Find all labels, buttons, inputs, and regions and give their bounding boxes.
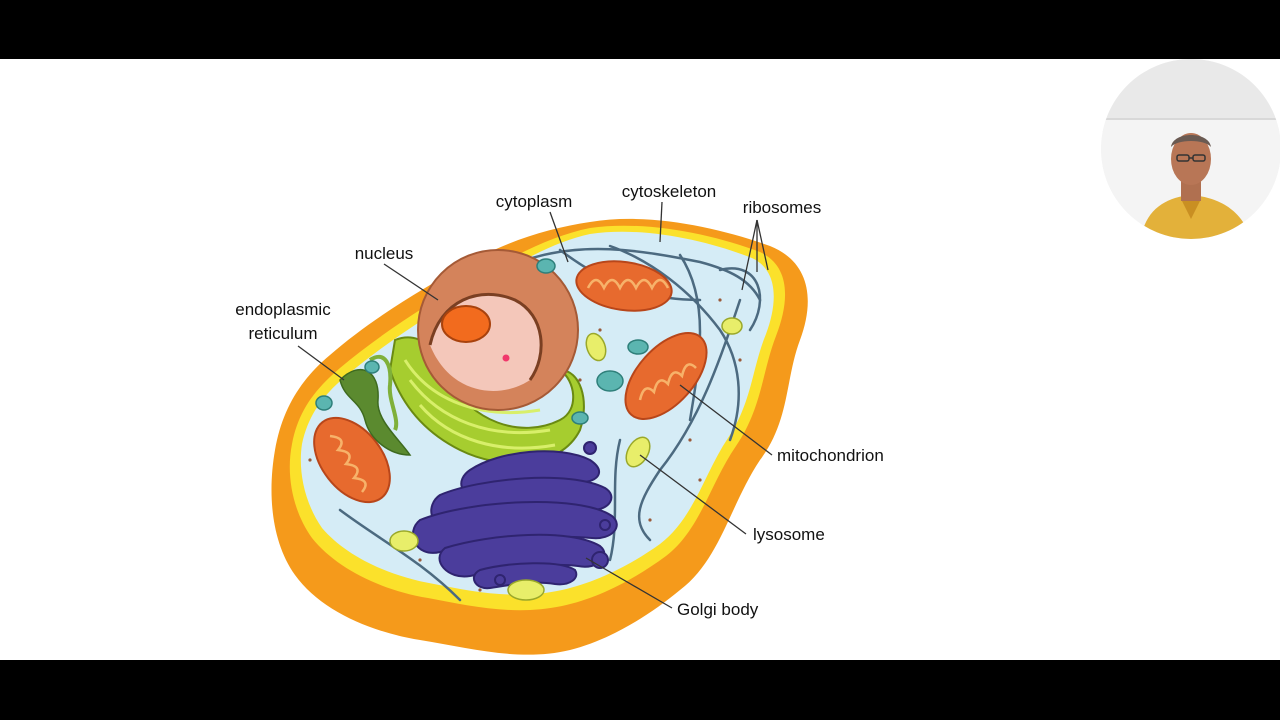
- label-golgi-body: Golgi body: [677, 600, 759, 619]
- label-mitochondrion: mitochondrion: [777, 446, 884, 465]
- mitochondrion-right: [624, 332, 708, 420]
- mitochondrion-top: [575, 260, 673, 312]
- nucleus: [417, 249, 579, 411]
- animal-cell-diagram: cytoplasm cytoskeleton ribosomes nucleus…: [235, 182, 884, 655]
- mitochondrion-left: [313, 416, 391, 504]
- label-lysosome: lysosome: [753, 525, 825, 544]
- golgi-body: [411, 441, 618, 590]
- top-letterbox: [0, 0, 1280, 59]
- lysosomes: [389, 317, 743, 601]
- label-er-line1: endoplasmic: [235, 300, 331, 319]
- presenter-webcam: [1101, 59, 1280, 239]
- label-ribosomes: ribosomes: [743, 198, 821, 217]
- label-er-line2: reticulum: [249, 324, 318, 343]
- label-cytoplasm: cytoplasm: [496, 192, 573, 211]
- cytoskeleton-fibers: [338, 244, 762, 602]
- presenter-avatar: [1101, 59, 1280, 239]
- label-nucleus: nucleus: [355, 244, 414, 263]
- leader-lines: [297, 201, 773, 609]
- bottom-letterbox: [0, 660, 1280, 720]
- vesicles: [315, 258, 649, 425]
- nucleolus: [441, 305, 491, 343]
- slide-area: cytoplasm cytoskeleton ribosomes nucleus…: [0, 59, 1280, 660]
- label-cytoskeleton: cytoskeleton: [622, 182, 717, 201]
